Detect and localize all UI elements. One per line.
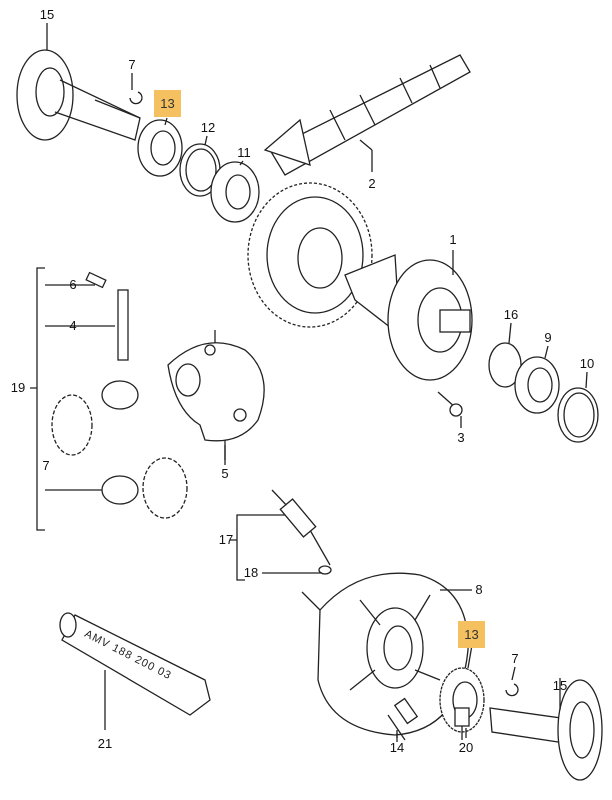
planet-gear-top	[101, 380, 139, 410]
callout-7-bottom: 7	[511, 651, 519, 666]
planet-gear-bottom	[101, 475, 139, 505]
side-gear	[51, 394, 93, 456]
differential-housing	[344, 254, 473, 381]
callout-12: 12	[200, 120, 216, 135]
callout-4: 4	[69, 318, 77, 333]
callout-3: 3	[457, 430, 465, 445]
differential-cover	[301, 572, 472, 736]
oil-seal-top	[137, 119, 183, 177]
bolt-14	[387, 697, 419, 742]
callout-9: 9	[544, 330, 552, 345]
callout-15-top: 15	[39, 7, 55, 22]
circlip-top	[129, 91, 143, 105]
callout-17: 17	[218, 532, 234, 547]
callout-7-mid: 7	[42, 458, 50, 473]
bracket-17	[230, 514, 245, 581]
callout-6: 6	[69, 277, 77, 292]
shaft-4	[117, 289, 129, 361]
bolt-3	[437, 391, 463, 417]
callout-13-top-highlighted[interactable]: 13	[154, 90, 181, 117]
bracket-19	[30, 267, 45, 531]
pinion-shaft	[263, 54, 471, 176]
differential-cage	[167, 342, 265, 460]
sealant-tube	[59, 612, 211, 730]
callout-18: 18	[243, 565, 259, 580]
callout-20: 20	[458, 740, 474, 755]
callout-21: 21	[97, 736, 113, 751]
circlip-bottom	[505, 683, 519, 697]
pin-6	[85, 271, 107, 289]
drive-flange-top	[16, 49, 141, 141]
callout-13-bottom-highlighted[interactable]: 13	[458, 621, 485, 648]
callout-1: 1	[449, 232, 457, 247]
callout-14: 14	[389, 740, 405, 755]
callout-2: 2	[368, 176, 376, 191]
callout-19: 19	[10, 380, 26, 395]
callout-10: 10	[579, 356, 595, 371]
ring-gear	[247, 182, 373, 328]
callout-7-top: 7	[128, 57, 136, 72]
callout-16: 16	[503, 307, 519, 322]
callout-5: 5	[221, 466, 229, 481]
callout-8: 8	[475, 582, 483, 597]
bearing-9	[514, 356, 560, 414]
callout-11: 11	[237, 145, 251, 160]
callout-15-bottom: 15	[552, 678, 568, 693]
bearing-11	[210, 161, 260, 223]
side-gear-2	[142, 457, 188, 519]
plug-20	[454, 707, 470, 740]
drive-flange-bottom	[489, 679, 603, 781]
shim-10	[557, 387, 599, 443]
